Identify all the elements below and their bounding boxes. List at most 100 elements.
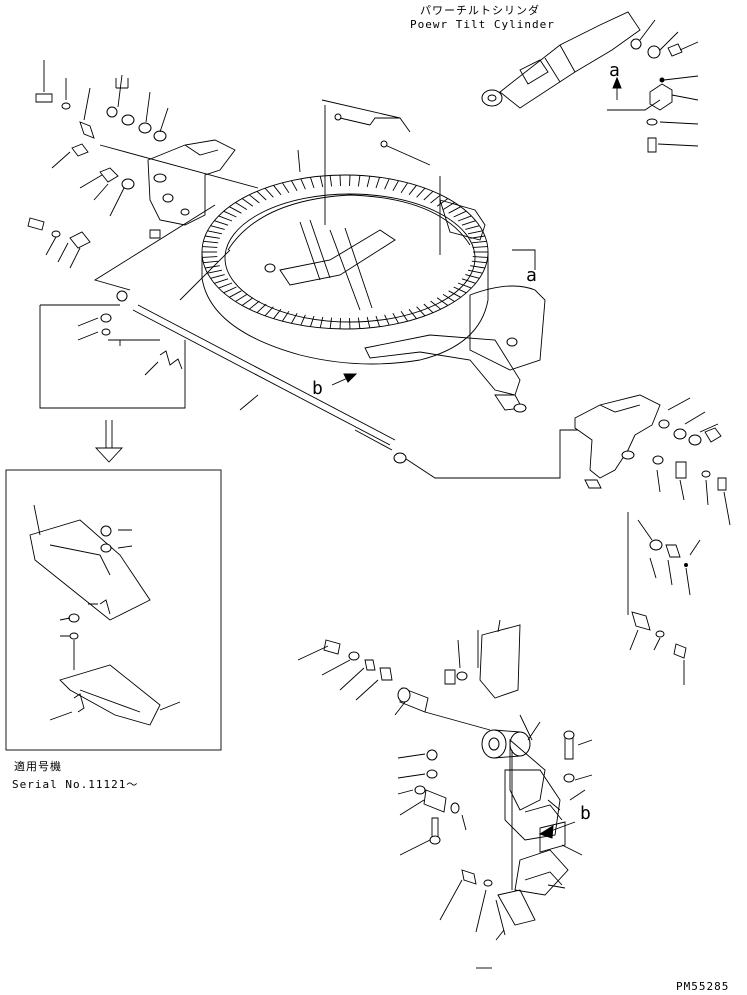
gear-tooth [235, 202, 248, 210]
gear-tooth [461, 278, 476, 284]
gear-tooth [223, 286, 237, 294]
title-jp: パワーチルトシリンダ [420, 4, 540, 17]
gear-tooth [465, 225, 480, 230]
gear-tooth [470, 265, 485, 269]
gear-tooth [457, 282, 472, 289]
right-bracket-assembly [574, 394, 731, 685]
gear-tooth [256, 190, 267, 201]
gear-tooth [471, 260, 487, 264]
gear-tooth [256, 303, 267, 314]
gear-tooth [366, 176, 371, 188]
gear-tooth [467, 230, 483, 235]
gear-tooth [291, 312, 298, 324]
gear-tooth [453, 210, 467, 218]
gear-tooth [309, 177, 315, 189]
gear-tooth [235, 294, 248, 302]
gear-tooth [249, 194, 260, 204]
gear-tooth [214, 220, 229, 226]
gear-tooth [366, 316, 371, 328]
gear-tooth [281, 182, 290, 193]
gear-tooth [392, 180, 399, 192]
callout-b-center: b [312, 378, 323, 399]
gear-tooth [461, 220, 476, 226]
gear-tooth [430, 300, 441, 310]
page-code: PM55285 [676, 980, 730, 993]
gear-tooth [205, 235, 220, 239]
callout-a-top: a [609, 60, 620, 81]
gear-tooth [229, 290, 242, 298]
gear-tooth [416, 306, 426, 317]
gear-tooth [408, 308, 417, 319]
gear-tooth [472, 256, 488, 258]
link-lines [93, 99, 578, 479]
serial-en: Serial No.11121～ [12, 778, 139, 791]
gear-tooth [203, 240, 219, 244]
gear-tooth [471, 240, 487, 244]
gear-tooth [202, 256, 218, 258]
gear-tooth [472, 246, 488, 248]
gear-tooth [241, 198, 254, 207]
callout-a-center: a [526, 265, 537, 286]
gear-tooth [384, 178, 390, 190]
gear-tooth [309, 315, 315, 327]
gear-tooth [214, 278, 229, 284]
gear-tooth [384, 314, 390, 326]
gear-tooth [329, 175, 333, 187]
gear-tooth [416, 187, 426, 198]
inset-detail-box [5, 469, 222, 751]
gear-tooth [436, 297, 449, 306]
gear-tooth [207, 269, 223, 274]
gear-tooth [448, 290, 461, 298]
gear-tooth [281, 311, 290, 322]
gear-tooth [203, 260, 219, 264]
gear-tooth [218, 215, 233, 222]
down-arrow-icon [94, 420, 124, 463]
gear-tooth [249, 300, 260, 310]
gear-tooth [430, 194, 441, 204]
gear-tooth [202, 246, 218, 248]
gear-tooth [223, 210, 237, 218]
gear-tooth [400, 182, 409, 193]
gear-tooth [375, 315, 381, 327]
gear-tooth [300, 314, 306, 326]
gear-tooth [349, 317, 351, 330]
gear-tooth [273, 308, 282, 319]
gear-tooth [300, 178, 306, 190]
left-detail-box [39, 290, 186, 409]
gear-tooth [241, 297, 254, 306]
gear-tooth [453, 286, 467, 294]
callout-arrow-b-center [331, 373, 358, 386]
gear-tooth [264, 187, 274, 198]
gear-tooth [229, 206, 242, 214]
gear-tooth [400, 311, 409, 322]
gear-tooth [329, 317, 333, 329]
bottom-assembly [297, 619, 593, 969]
gear-tooth [467, 269, 483, 274]
gear-tooth [291, 180, 298, 192]
gear-tooth [339, 317, 341, 330]
long-rod [132, 304, 407, 464]
gear-tooth [319, 316, 324, 328]
tilt-cylinder-group [481, 11, 699, 153]
gear-tooth [319, 176, 324, 188]
gear-tooth [423, 303, 434, 314]
callout-arrow-b-bottom [538, 821, 576, 839]
gear-tooth [392, 312, 399, 324]
slewing-ring-group [201, 113, 546, 413]
gear-tooth [339, 174, 341, 187]
ring-gear-teeth [202, 174, 488, 330]
callout-arrow-a-top [612, 76, 622, 100]
gear-tooth [457, 215, 472, 222]
title-en: Poewr Tilt Cylinder [410, 18, 555, 31]
serial-jp: 適用号機 [14, 760, 62, 773]
gear-tooth [210, 274, 225, 279]
top-left-parts [27, 60, 301, 269]
gear-tooth [436, 198, 449, 207]
gear-tooth [375, 177, 381, 189]
gear-tooth [423, 190, 434, 201]
gear-tooth [218, 282, 233, 289]
callout-b-bottom: b [580, 803, 591, 824]
gear-tooth [264, 306, 274, 317]
gear-tooth [357, 317, 361, 329]
